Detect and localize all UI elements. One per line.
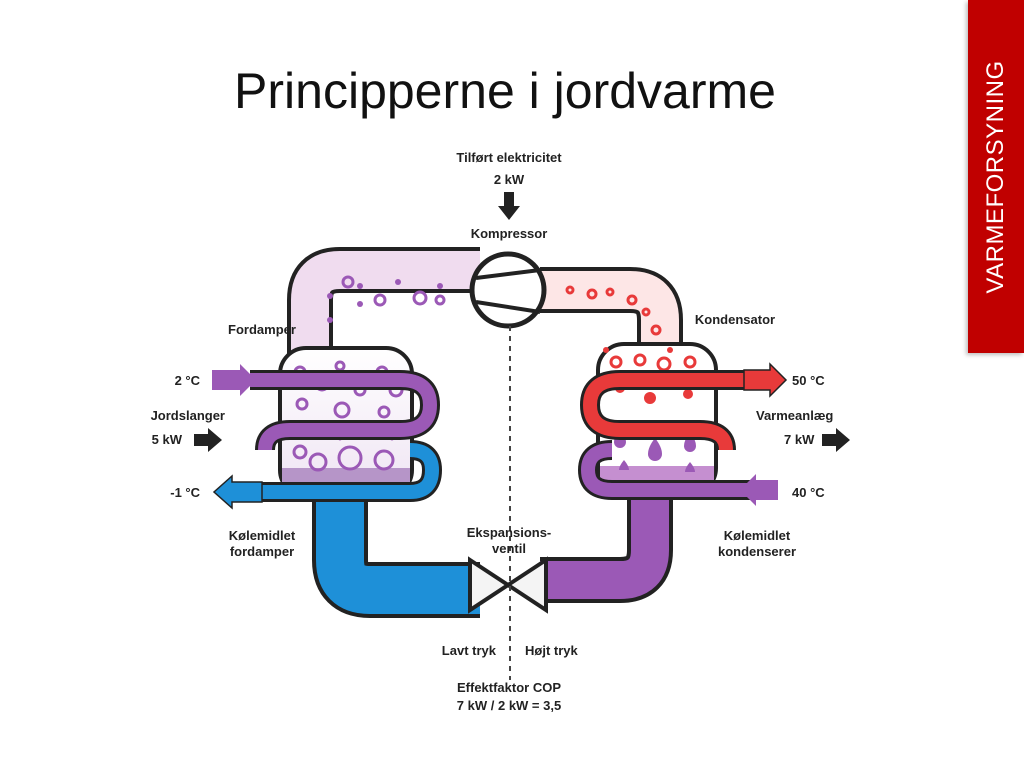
label-heating-system: Varmeanlæg [756, 408, 833, 423]
label-heating-power: 7 kW [784, 432, 815, 447]
label-refrigerant-cond-2: kondenserer [718, 544, 796, 559]
label-refrigerant-evap-1: Kølemidlet [229, 528, 296, 543]
heating-power-arrow [822, 428, 850, 452]
label-condenser: Kondensator [695, 312, 775, 327]
heat-out-arrow [743, 362, 788, 398]
label-compressor: Kompressor [471, 226, 548, 241]
side-tab: VARMEFORSYNING [968, 0, 1024, 353]
label-ground-loop: Jordslanger [151, 408, 225, 423]
label-cop-formula: 7 kW / 2 kW = 3,5 [457, 698, 561, 713]
ground-in-arrow [212, 364, 256, 396]
label-ground-in-temp: 2 °C [175, 373, 201, 388]
label-input-title: Tilført elektricitet [456, 150, 562, 165]
label-refrigerant-cond-1: Kølemidlet [724, 528, 791, 543]
ground-out-arrow [212, 474, 263, 510]
ground-power-arrow [194, 428, 222, 452]
electricity-arrow [498, 192, 520, 220]
label-refrigerant-evap-2: fordamper [230, 544, 294, 559]
expansion-valve [468, 556, 548, 614]
label-ground-out-temp: -1 °C [170, 485, 200, 500]
label-expansion-1: Ekspansions- [467, 525, 552, 540]
label-high-pressure: Højt tryk [525, 643, 579, 658]
label-evaporator: Fordamper [228, 322, 296, 337]
label-input-power: 2 kW [494, 172, 525, 187]
slide-title: Principperne i jordvarme [234, 63, 776, 119]
label-ground-power: 5 kW [152, 432, 183, 447]
label-heat-return-temp: 40 °C [792, 485, 825, 500]
heat-return-arrow [740, 474, 778, 506]
label-low-pressure: Lavt tryk [442, 643, 497, 658]
label-cop-title: Effektfaktor COP [457, 680, 561, 695]
label-expansion-2: ventil [492, 541, 526, 556]
label-heat-out-temp: 50 °C [792, 373, 825, 388]
compressor [469, 251, 547, 329]
